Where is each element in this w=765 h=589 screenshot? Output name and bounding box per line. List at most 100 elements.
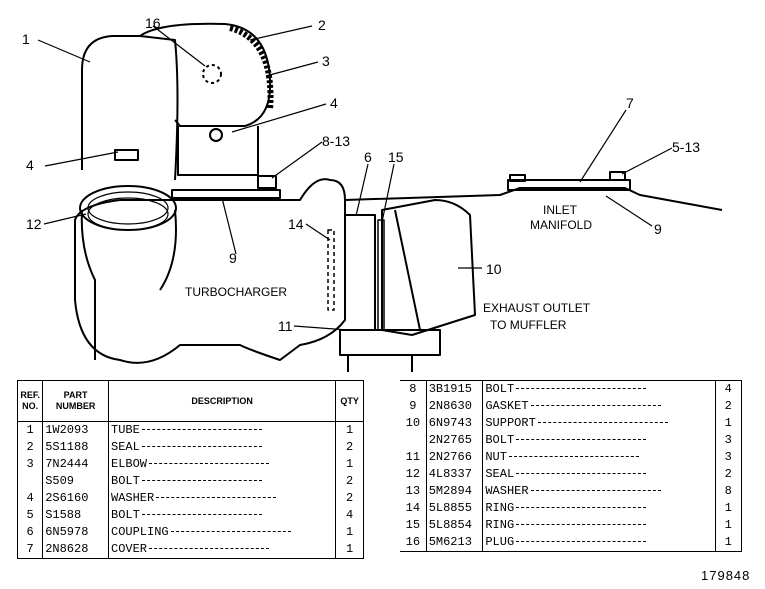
dotted-leader xyxy=(508,456,639,458)
part-number-cell: 7N2444 xyxy=(42,456,109,473)
inlet-manifold xyxy=(344,187,723,211)
description-cell: PLUG xyxy=(482,534,716,552)
part-number-cell: 6N9743 xyxy=(426,415,484,432)
part-number-cell: 2N2766 xyxy=(426,449,484,466)
dotted-leader xyxy=(516,507,647,509)
callout-4-tube: 4 xyxy=(26,157,34,173)
part-number-cell: 4L8337 xyxy=(426,466,484,483)
ref-cell: 11 xyxy=(400,449,427,466)
ref-cell: 7 xyxy=(16,541,44,559)
ref-cell: 9 xyxy=(400,398,427,415)
ref-cell: 15 xyxy=(400,517,427,534)
callout-16: 16 xyxy=(145,15,161,31)
part-number-cell: 5S1188 xyxy=(42,439,109,456)
exhaust-outlet xyxy=(381,199,476,336)
callout-14: 14 xyxy=(288,216,304,232)
description-cell: WASHER xyxy=(482,483,716,500)
tube-part xyxy=(81,35,179,181)
support-part xyxy=(394,209,421,331)
description-cell: COUPLING xyxy=(108,524,337,541)
ref-cell: 5 xyxy=(16,507,44,524)
qty-cell: 2 xyxy=(715,466,743,483)
part-number-cell: S1588 xyxy=(42,507,109,524)
qty-cell: 1 xyxy=(335,524,364,541)
plug-part xyxy=(202,64,222,84)
ref-cell: 10 xyxy=(400,415,427,432)
ref-cell xyxy=(16,473,44,490)
elbow-part xyxy=(139,22,272,127)
qty-cell: 2 xyxy=(715,398,743,415)
callout-8-13: 8-13 xyxy=(322,133,350,149)
description-cell: BOLT xyxy=(108,473,337,490)
qty-cell: 4 xyxy=(715,380,743,398)
part-number-cell: 2N2765 xyxy=(426,432,484,449)
description-cell: BOLT xyxy=(482,380,716,398)
ref-cell: 8 xyxy=(400,380,427,398)
dotted-leader xyxy=(516,473,647,475)
ref-cell: 6 xyxy=(16,524,44,541)
description-cell: GASKET xyxy=(482,398,716,415)
ref-cell: 16 xyxy=(400,534,427,552)
description-cell: ELBOW xyxy=(108,456,337,473)
header-qty: QTY xyxy=(335,380,364,422)
dotted-leader xyxy=(516,388,647,390)
ref-cell: 13 xyxy=(400,483,427,500)
qty-cell: 1 xyxy=(715,500,743,517)
qty-cell: 2 xyxy=(335,439,364,456)
ref-cell xyxy=(400,432,427,449)
gasket-part xyxy=(171,189,281,199)
callout-9-manifold: 9 xyxy=(654,221,662,237)
dotted-leader xyxy=(530,490,661,492)
callout-3: 3 xyxy=(322,53,330,69)
description-cell: BOLT xyxy=(482,432,716,449)
callout-15: 15 xyxy=(388,149,404,165)
description-cell: WASHER xyxy=(108,490,337,507)
turbocharger-exploded-drawing: 1 2 3 4 4 16 8-13 7 5-13 9 9 12 14 6 15 … xyxy=(22,15,723,372)
dotted-leader xyxy=(530,405,661,407)
dotted-leader xyxy=(141,446,262,448)
qty-cell: 8 xyxy=(715,483,743,500)
label-to-muffler: TO MUFFLER xyxy=(490,318,567,332)
label-turbocharger: TURBOCHARGER xyxy=(185,285,287,299)
description-cell: SEAL xyxy=(108,439,337,456)
description-cell: TUBE xyxy=(108,421,337,439)
dotted-leader xyxy=(141,480,262,482)
label-exhaust-outlet: EXHAUST OUTLET xyxy=(483,301,591,315)
seal-part xyxy=(229,25,274,111)
callout-12: 12 xyxy=(26,216,42,232)
ref-cell: 1 xyxy=(16,421,44,439)
dotted-leader xyxy=(170,531,291,533)
ref-cell: 14 xyxy=(400,500,427,517)
part-number-cell: S509 xyxy=(42,473,109,490)
ref-cell: 3 xyxy=(16,456,44,473)
description-cell: NUT xyxy=(482,449,716,466)
part-number-cell: 5M2894 xyxy=(426,483,484,500)
coupling-part xyxy=(345,214,376,331)
qty-cell: 1 xyxy=(715,517,743,534)
qty-cell: 1 xyxy=(715,415,743,432)
callout-6: 6 xyxy=(364,149,372,165)
header-ref-no: REF.NO. xyxy=(16,380,44,422)
description-cell: BOLT xyxy=(108,507,337,524)
dotted-leader xyxy=(149,548,270,550)
part-number-cell: 5M6213 xyxy=(426,534,484,552)
drawing-number: 179848 xyxy=(701,568,751,583)
dotted-leader xyxy=(149,463,270,465)
qty-cell: 3 xyxy=(715,432,743,449)
callout-4-elbow: 4 xyxy=(330,95,338,111)
